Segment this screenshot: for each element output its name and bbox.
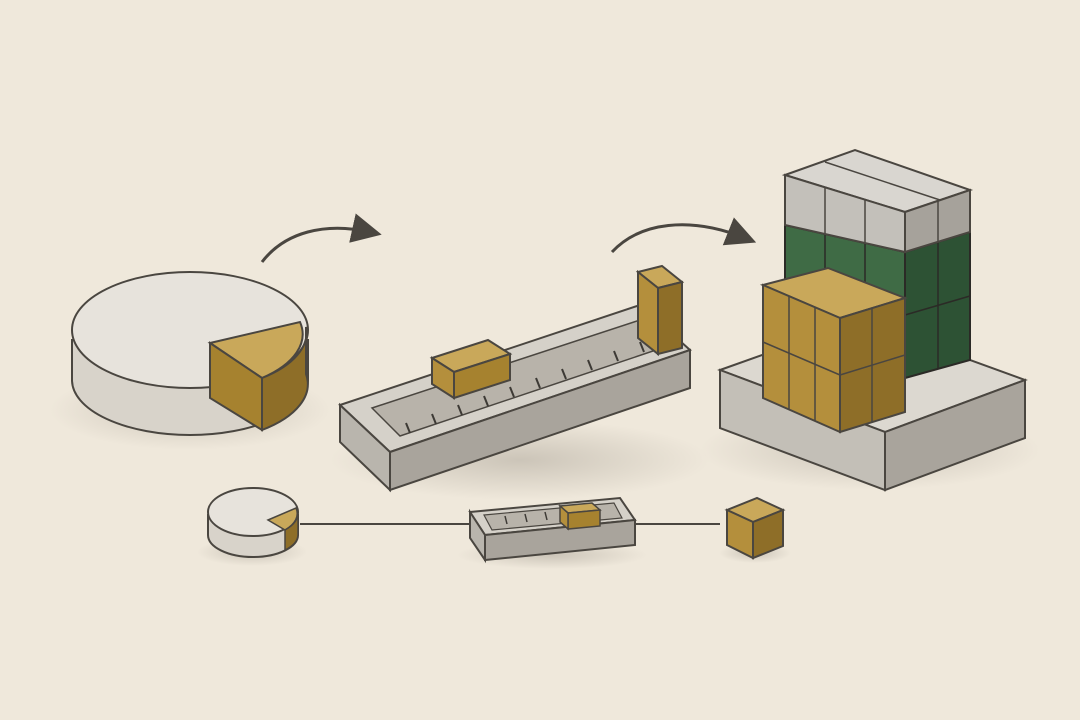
pie-chart-icon <box>197 487 307 566</box>
grey-cube-layer <box>781 148 974 254</box>
slider-track-icon <box>457 496 647 569</box>
arrow-right-icon <box>260 213 382 263</box>
stacked-cubes-icon <box>700 148 1040 492</box>
slider-knob <box>429 338 513 400</box>
pie-highlight-slice <box>207 320 309 432</box>
gold-cube-layer <box>759 266 909 434</box>
arrow-right-icon <box>610 217 757 254</box>
cube-icon <box>719 496 791 563</box>
slider-track-icon <box>330 264 710 500</box>
slider-end-post <box>635 264 685 357</box>
pie-chart-icon <box>50 271 330 450</box>
slider-ticks <box>405 341 645 434</box>
bottom-flow <box>197 487 791 569</box>
